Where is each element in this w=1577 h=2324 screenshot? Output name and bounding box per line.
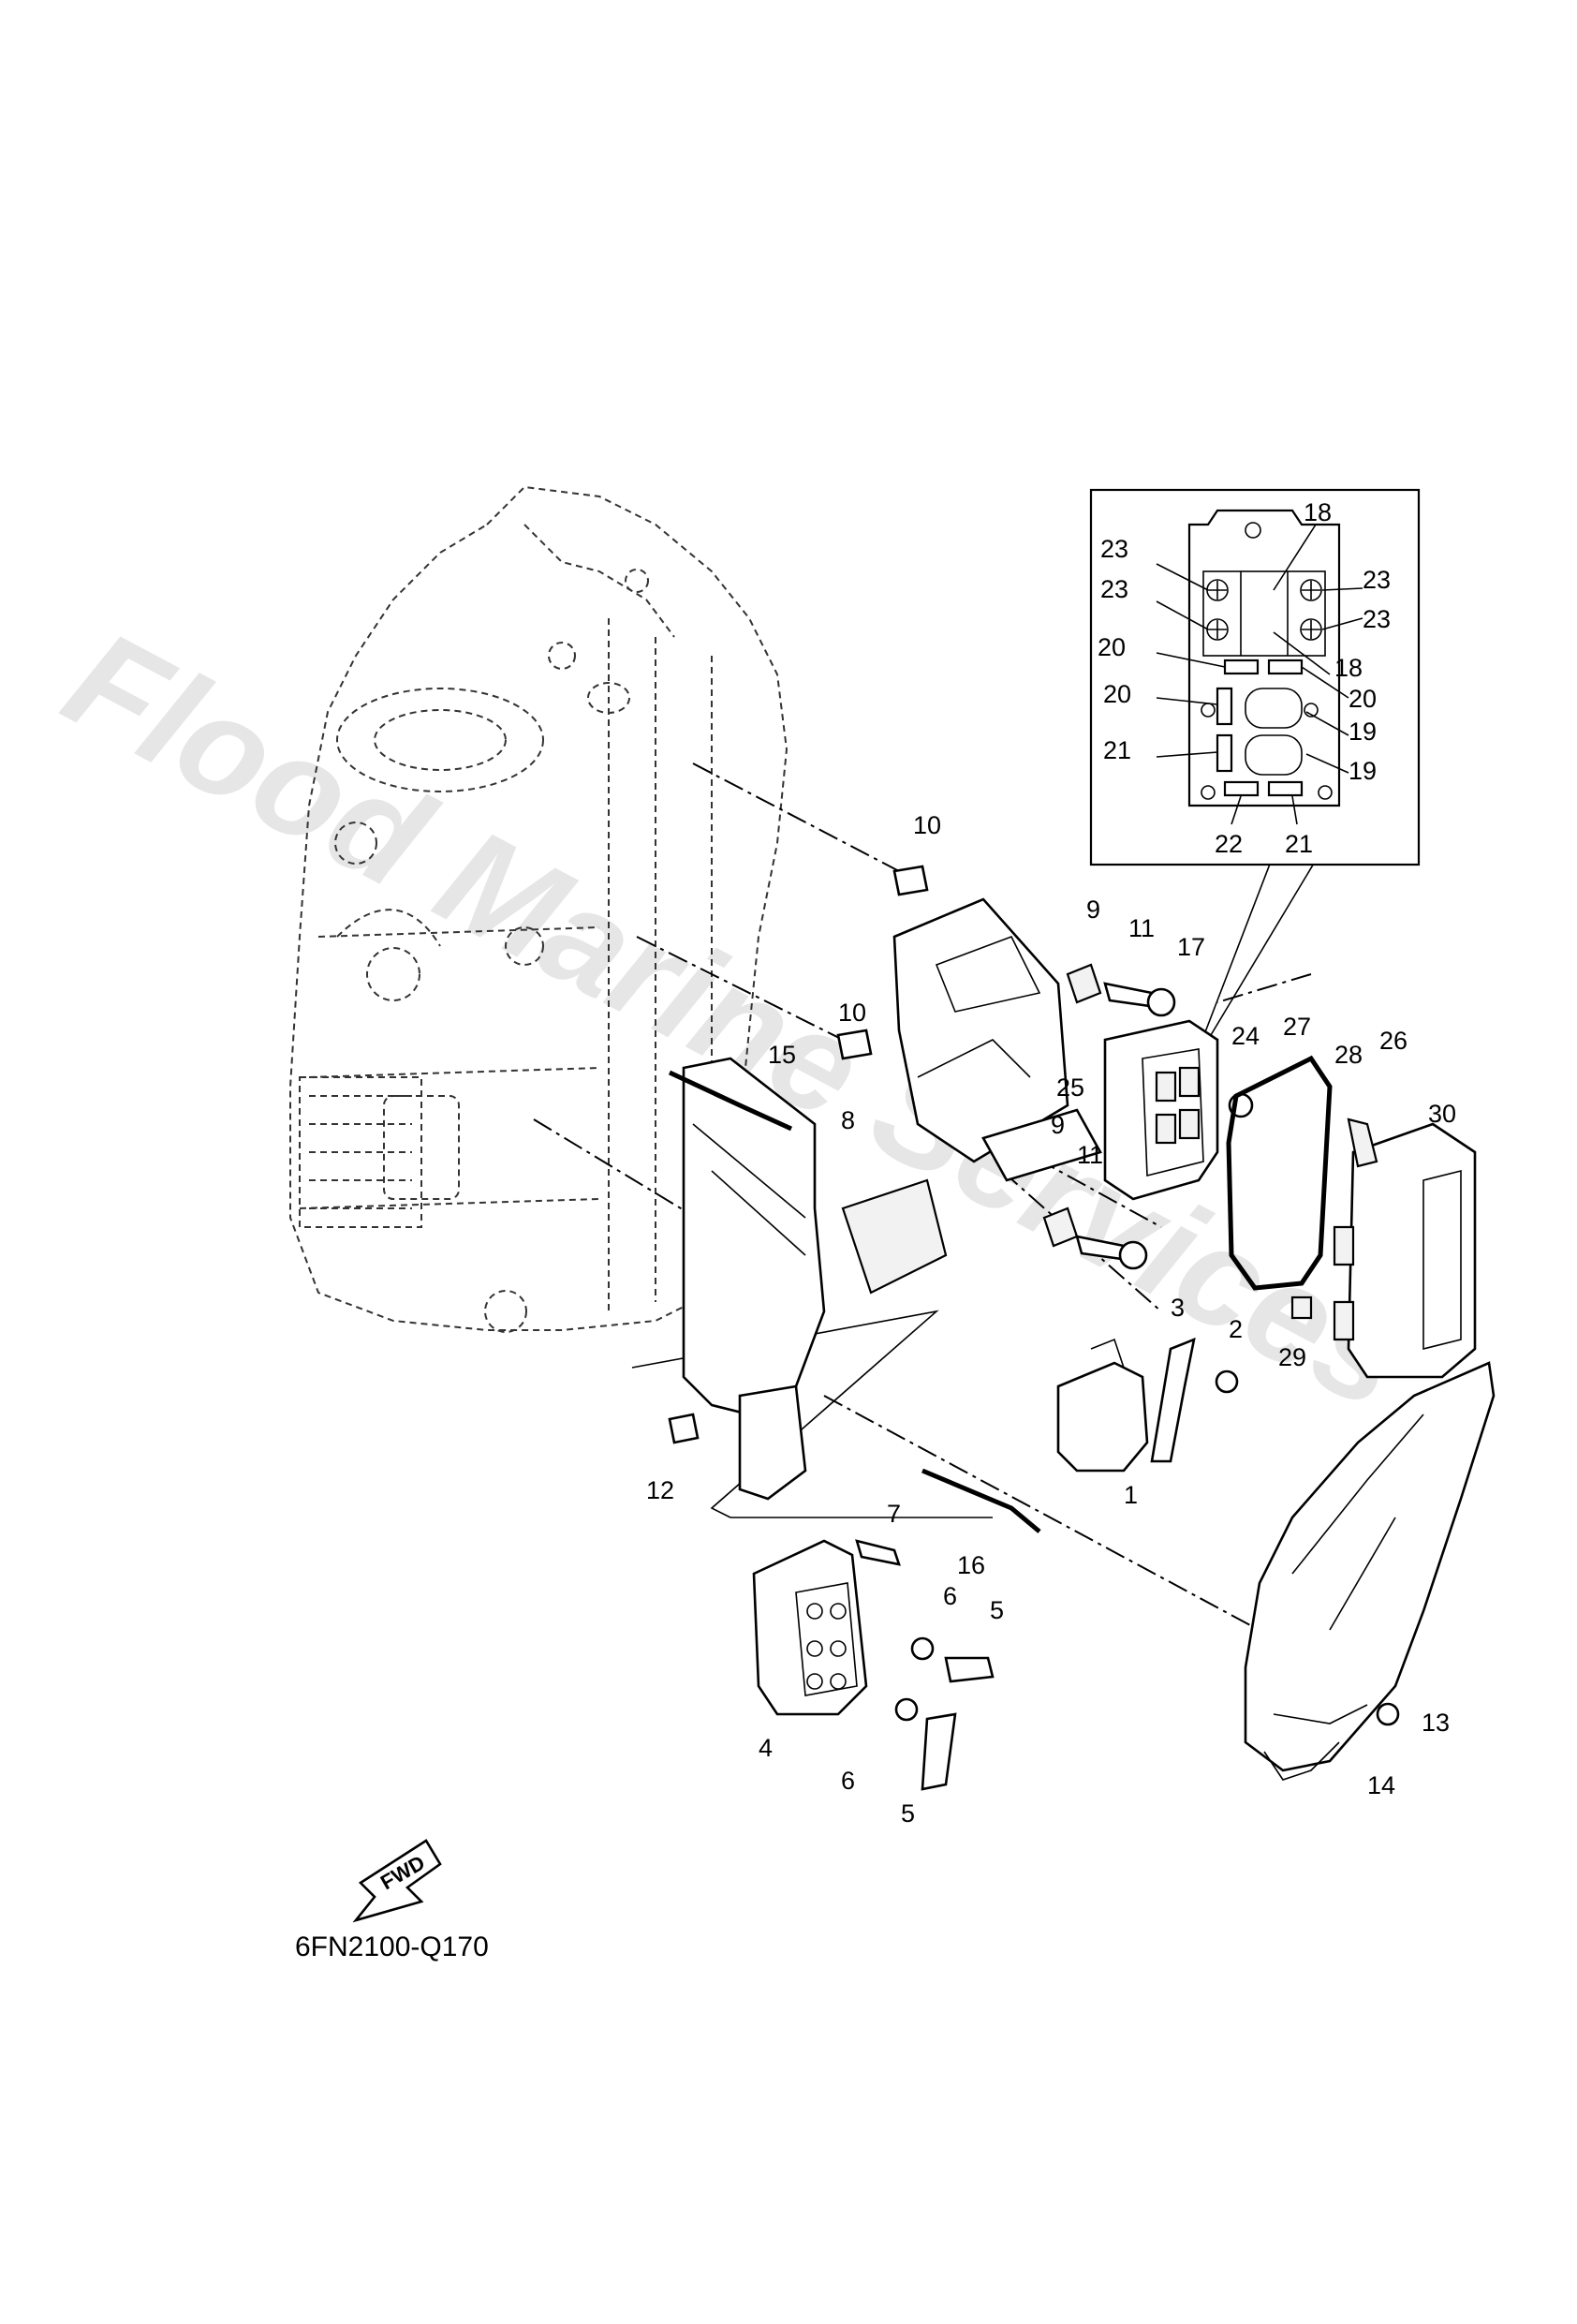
grommet-10-upper (892, 865, 929, 896)
cable-tie-16 (921, 1468, 1041, 1533)
callout-15: 15 (768, 1041, 796, 1069)
callout-6: 6 (841, 1767, 855, 1795)
callout-17: 17 (1177, 933, 1205, 961)
bracket-main (682, 1057, 826, 1416)
callout-18: 18 (1304, 498, 1332, 526)
callout-20: 20 (1103, 680, 1131, 708)
callout-2: 2 (1229, 1315, 1243, 1343)
callout-24: 24 (1231, 1022, 1260, 1050)
callout-12: 12 (646, 1476, 674, 1504)
callout-23: 23 (1100, 575, 1128, 603)
callout-25: 25 (1056, 1073, 1084, 1102)
screw-6b (894, 1697, 919, 1722)
callout-7: 7 (887, 1500, 901, 1528)
callout-27: 27 (1283, 1013, 1311, 1041)
nut-9-upper (1066, 963, 1102, 1004)
module-8-inner (841, 1178, 948, 1295)
callout-labels: 10 9 11 17 10 15 8 25 9 11 24 27 28 26 3… (646, 498, 1456, 1828)
callout-4: 4 (759, 1734, 773, 1762)
callout-29: 29 (1278, 1343, 1306, 1371)
callout-10: 10 (913, 811, 941, 839)
callout-20: 20 (1098, 633, 1126, 661)
parts (668, 865, 1496, 1791)
callout-10: 10 (838, 999, 866, 1027)
grommet-10-lower (836, 1029, 873, 1060)
gasket-27 (1226, 1055, 1333, 1291)
callout-20: 20 (1349, 685, 1377, 713)
callout-9: 9 (1051, 1111, 1065, 1139)
callout-14: 14 (1367, 1771, 1395, 1799)
bolt-12 (668, 1413, 700, 1444)
callout-13: 13 (1422, 1709, 1450, 1737)
callout-21: 21 (1285, 830, 1313, 858)
callout-30: 30 (1428, 1100, 1456, 1128)
screw-2 (1215, 1369, 1239, 1394)
screw-6a (910, 1636, 935, 1661)
callout-26: 26 (1379, 1027, 1408, 1055)
fuse-holder-17 (1103, 1019, 1219, 1201)
callout-6: 6 (943, 1582, 957, 1610)
callout-19: 19 (1349, 757, 1377, 785)
callout-28: 28 (1334, 1041, 1363, 1069)
callout-11: 11 (1077, 1141, 1103, 1169)
callout-5: 5 (990, 1596, 1004, 1624)
bolt-14 (1376, 1702, 1400, 1726)
callout-23: 23 (1363, 605, 1391, 633)
diagram-code: 6FN2100-Q170 (295, 1932, 489, 1962)
callout-1: 1 (1124, 1481, 1138, 1509)
callout-22: 22 (1215, 830, 1243, 858)
callout-21: 21 (1103, 736, 1131, 764)
engine-block (289, 485, 788, 1333)
callout-16: 16 (957, 1551, 985, 1579)
callout-19: 19 (1349, 718, 1377, 746)
callout-18: 18 (1334, 654, 1363, 682)
callout-11: 11 (1128, 914, 1155, 942)
fwd-arrow: FWD (352, 1839, 442, 1923)
callout-8: 8 (841, 1106, 855, 1134)
callout-23: 23 (1100, 535, 1128, 563)
inset-detail-box (1089, 488, 1421, 866)
cap-5a (944, 1656, 995, 1683)
pad-25 (981, 1108, 1102, 1182)
sensor-28 (1347, 1118, 1378, 1168)
shield-13 (1244, 1361, 1496, 1772)
bracket-3 (1150, 1337, 1196, 1463)
connector-29 (1290, 1295, 1313, 1320)
callout-23: 23 (1363, 566, 1391, 594)
bolt-7 (855, 1539, 901, 1566)
cable-tie-15 (668, 1070, 793, 1132)
cover-26 (1347, 1122, 1477, 1379)
callout-3: 3 (1171, 1294, 1185, 1322)
bracket-lower (738, 1384, 807, 1501)
callout-5: 5 (901, 1799, 915, 1828)
cap-5b (921, 1712, 957, 1791)
callout-9: 9 (1086, 896, 1100, 924)
relay-1 (1056, 1361, 1149, 1473)
